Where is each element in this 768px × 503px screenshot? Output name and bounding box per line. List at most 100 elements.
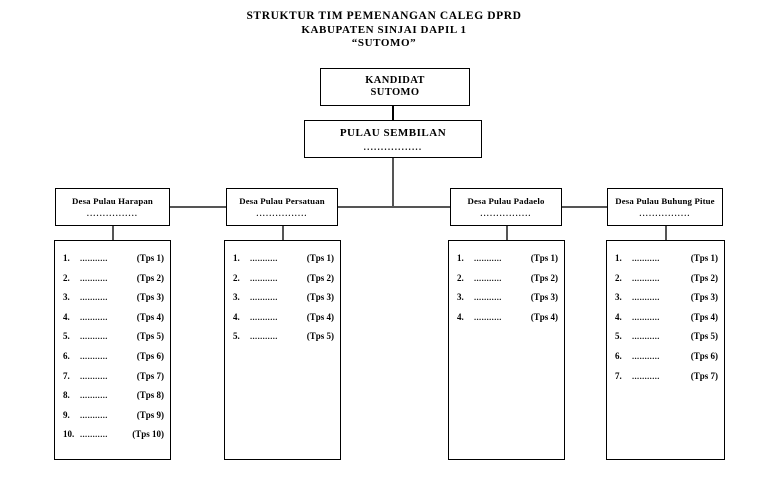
member-row: 2............(Tps 2) bbox=[457, 269, 558, 289]
member-tps-label: (Tps 2) bbox=[690, 272, 718, 283]
desa-label-2: Desa Pulau Persatuan bbox=[239, 195, 325, 206]
member-tps-label: (Tps 10) bbox=[132, 429, 164, 440]
coordinator-box: PULAU SEMBILAN ................. bbox=[304, 120, 482, 158]
member-tps-label: (Tps 7) bbox=[690, 370, 718, 381]
member-row: 3............(Tps 3) bbox=[63, 288, 164, 308]
member-name-placeholder: ........... bbox=[80, 409, 108, 420]
member-index: 4. bbox=[615, 311, 622, 322]
desa-label-4: Desa Pulau Buhung Pitue bbox=[615, 195, 715, 206]
member-row: 4............(Tps 4) bbox=[63, 308, 164, 328]
coordinator-label: PULAU SEMBILAN bbox=[339, 126, 447, 139]
member-name-placeholder: ........... bbox=[80, 429, 108, 440]
member-tps-label: (Tps 1) bbox=[136, 253, 164, 263]
member-tps-label: (Tps 3) bbox=[136, 292, 164, 303]
member-tps-label: (Tps 1) bbox=[690, 253, 718, 263]
member-tps-label: (Tps 6) bbox=[690, 350, 718, 361]
member-row: 4............(Tps 4) bbox=[233, 308, 334, 328]
connector-kandidat-to-coordinator bbox=[392, 105, 394, 121]
member-index: 1. bbox=[233, 253, 240, 263]
member-index: 10. bbox=[63, 429, 75, 440]
member-name-placeholder: ........... bbox=[250, 292, 278, 303]
coordinator-dots: ................. bbox=[363, 141, 423, 152]
member-name-placeholder: ........... bbox=[250, 253, 278, 263]
member-index: 1. bbox=[63, 253, 70, 263]
member-name-placeholder: ........... bbox=[632, 350, 660, 361]
member-name-placeholder: ........... bbox=[632, 272, 660, 283]
member-tps-label: (Tps 1) bbox=[306, 253, 334, 263]
member-row: 5............ (Tps 5) bbox=[615, 327, 718, 347]
member-tps-label: (Tps 1) bbox=[530, 253, 558, 263]
connector-bus-segment-1 bbox=[170, 206, 226, 208]
member-index: 2. bbox=[63, 272, 70, 283]
member-row: 2............(Tps 2) bbox=[615, 269, 718, 289]
desa-box-3: Desa Pulau Padaelo ................ bbox=[450, 188, 562, 226]
member-row: 5............ (Tps 5) bbox=[63, 327, 164, 347]
member-tps-label: (Tps 7) bbox=[136, 370, 164, 381]
member-name-placeholder: ........... bbox=[80, 253, 108, 263]
connector-desa-3-to-list bbox=[506, 226, 508, 241]
connector-desa-2-to-list bbox=[282, 226, 284, 241]
member-list-box-2: 1............(Tps 1)2............(Tps 2)… bbox=[224, 240, 341, 460]
member-name-placeholder: ........... bbox=[474, 292, 502, 303]
member-list-box-3: 1............(Tps 1)2............(Tps 2)… bbox=[448, 240, 565, 460]
member-index: 4. bbox=[63, 311, 70, 322]
connector-desa-4-to-list bbox=[665, 226, 667, 241]
member-tps-label: (Tps 2) bbox=[136, 272, 164, 283]
member-list-box-1: 1............ (Tps 1) 2............ (Tps 2)… bbox=[54, 240, 171, 460]
member-index: 5. bbox=[63, 331, 70, 342]
member-row: 7............ (Tps 7) bbox=[615, 367, 718, 387]
member-index: 4. bbox=[233, 311, 240, 322]
member-tps-label: (Tps 2) bbox=[530, 272, 558, 283]
member-tps-label: (Tps 5) bbox=[690, 331, 718, 342]
member-index: 1. bbox=[615, 253, 622, 263]
member-tps-label: (Tps 5) bbox=[136, 331, 164, 342]
member-row: 5............(Tps 5) bbox=[233, 327, 334, 347]
member-name-placeholder: ........... bbox=[632, 253, 660, 263]
member-name-placeholder: ........... bbox=[80, 292, 108, 303]
desa-dots-1: ................ bbox=[86, 208, 139, 218]
member-row: 3............(Tps 3) bbox=[457, 288, 558, 308]
desa-dots-3: ................ bbox=[480, 208, 532, 218]
member-tps-label: (Tps 8) bbox=[136, 390, 164, 401]
member-name-placeholder: ........... bbox=[80, 331, 108, 342]
kandidat-role-label: KANDIDAT bbox=[365, 74, 425, 86]
member-list-box-4: 1............(Tps 1)2............(Tps 2)… bbox=[606, 240, 725, 460]
title-line-3: “SUTOMO” bbox=[351, 37, 417, 49]
member-row: 4............(Tps 4) bbox=[615, 308, 718, 328]
title-line-1: STRUKTUR TIM PEMENANGAN CALEG DPRD bbox=[246, 10, 522, 22]
member-name-placeholder: ........... bbox=[80, 272, 108, 283]
member-index: 6. bbox=[63, 350, 70, 361]
member-row: 3............(Tps 3) bbox=[615, 288, 718, 308]
member-tps-label: (Tps 4) bbox=[530, 311, 558, 322]
member-name-placeholder: ........... bbox=[632, 311, 660, 322]
member-tps-label: (Tps 9) bbox=[136, 409, 164, 420]
member-tps-label: (Tps 3) bbox=[306, 292, 334, 303]
desa-box-2: Desa Pulau Persatuan ................ bbox=[226, 188, 338, 226]
member-index: 3. bbox=[457, 292, 464, 303]
member-name-placeholder: ........... bbox=[250, 311, 278, 322]
member-row: 1............ (Tps 1) bbox=[615, 249, 718, 269]
member-index: 2. bbox=[233, 272, 240, 283]
member-index: 3. bbox=[615, 292, 622, 303]
desa-dots-4: ................ bbox=[639, 208, 691, 218]
member-name-placeholder: ........... bbox=[632, 331, 660, 342]
member-row: 6............(Tps 6) bbox=[63, 347, 164, 367]
member-name-placeholder: ........... bbox=[632, 292, 660, 303]
member-index: 5. bbox=[615, 331, 622, 342]
member-row: 10............ (Tps 10) bbox=[63, 425, 164, 445]
chart-title: STRUKTUR TIM PEMENANGAN CALEG DPRD KABUP… bbox=[0, 10, 768, 51]
connector-bus-segment-3 bbox=[392, 206, 450, 208]
connector-coordinator-to-bus bbox=[392, 158, 394, 207]
desa-label-3: Desa Pulau Padaelo bbox=[467, 195, 545, 206]
connector-bus-segment-4 bbox=[562, 206, 607, 208]
member-index: 8. bbox=[63, 390, 70, 401]
member-index: 5. bbox=[233, 331, 240, 342]
member-name-placeholder: ........... bbox=[80, 311, 108, 322]
kandidat-name: SUTOMO bbox=[370, 87, 420, 98]
member-index: 7. bbox=[615, 370, 622, 381]
member-row: 7............(Tps 7) bbox=[63, 367, 164, 387]
member-name-placeholder: ........... bbox=[632, 370, 660, 381]
member-index: 9. bbox=[63, 409, 70, 420]
member-row: 2............ (Tps 2) bbox=[63, 269, 164, 289]
